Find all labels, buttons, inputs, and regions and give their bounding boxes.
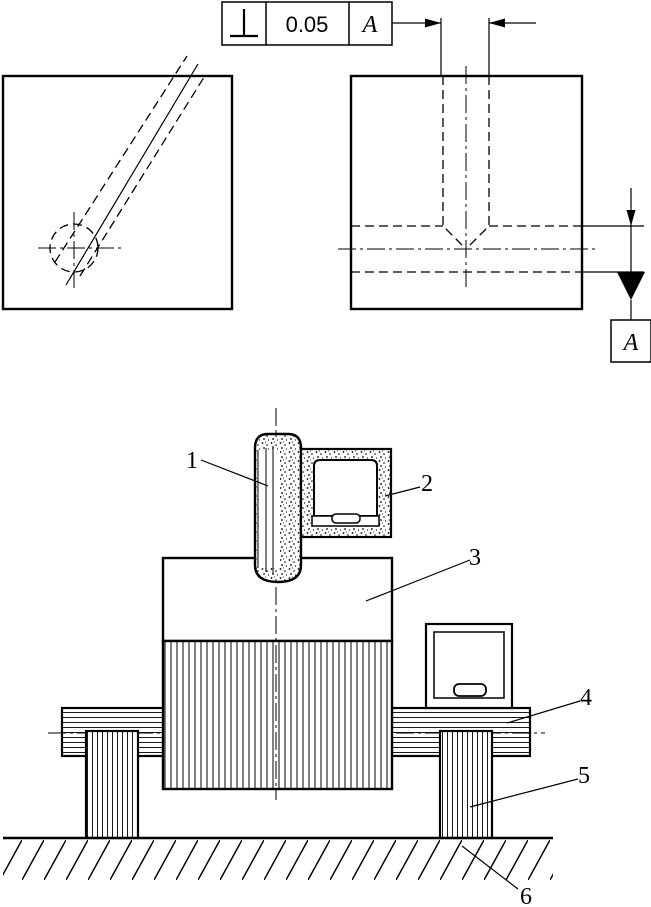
side-monitor bbox=[424, 622, 514, 710]
callout-4: 4 bbox=[580, 685, 592, 711]
pillar-left bbox=[84, 729, 140, 840]
callout-2: 2 bbox=[421, 471, 433, 497]
ground-6 bbox=[3, 836, 553, 880]
tolerance-frame: 0.05 A bbox=[221, 1, 393, 46]
tolerance-datum: A bbox=[361, 12, 378, 38]
perpendicularity-symbol bbox=[230, 9, 258, 38]
pillar-right bbox=[438, 729, 494, 840]
callout-5: 5 bbox=[578, 763, 590, 789]
workpiece-bottom bbox=[161, 639, 394, 791]
tolerance-value: 0.05 bbox=[286, 12, 329, 37]
callouts: 1 2 3 4 5 6 bbox=[186, 448, 592, 907]
machine-assembly bbox=[3, 408, 553, 880]
display-unit-2 bbox=[299, 447, 393, 539]
callout-3: 3 bbox=[469, 545, 481, 571]
tolerance-leader bbox=[392, 18, 536, 75]
callout-6: 6 bbox=[520, 884, 532, 907]
right-view: A bbox=[338, 66, 651, 363]
callout-1: 1 bbox=[186, 448, 198, 474]
datum-label: A bbox=[622, 330, 639, 356]
left-view bbox=[1, 55, 234, 311]
